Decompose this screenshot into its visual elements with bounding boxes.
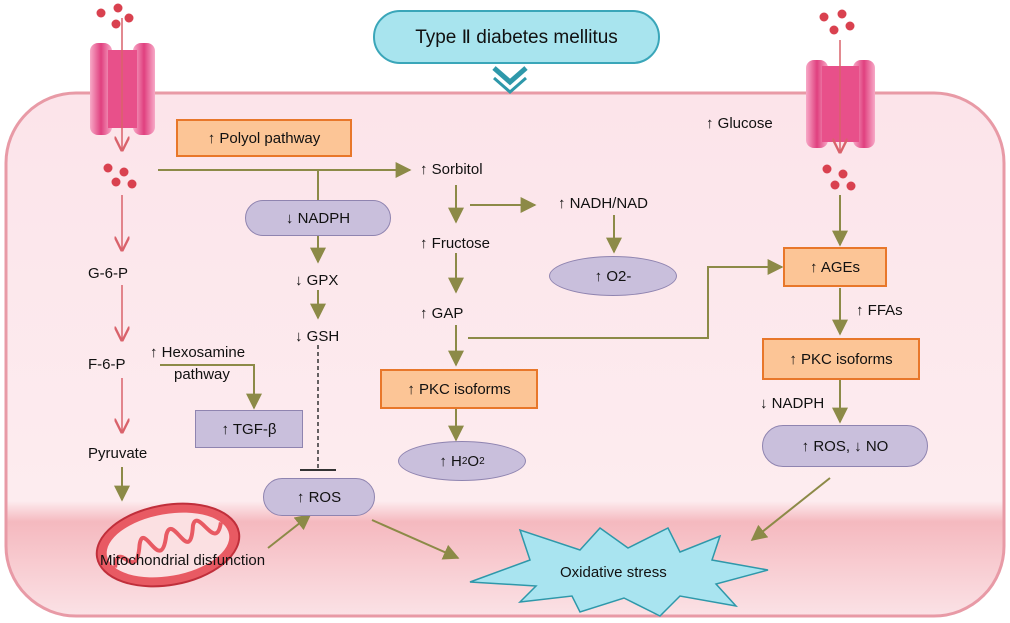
label-ffas: ↑ FFAs <box>856 302 903 319</box>
glucose-channel-right <box>806 40 875 152</box>
o2-oval: ↑ O2- <box>549 256 677 296</box>
arrow-gap-ages <box>468 259 784 339</box>
h2o2-sub1: 2 <box>461 455 468 467</box>
label-sorbitol: ↑ Sorbitol <box>420 161 483 178</box>
oxidative-stress-label: Oxidative stress <box>560 564 667 581</box>
nadph-pill: ↓ NADPH <box>245 200 391 236</box>
ages-box: ↑ AGEs <box>783 247 887 287</box>
label-gap: ↑ GAP <box>420 305 464 322</box>
h2o2-mid: O <box>467 452 480 470</box>
mitochondria-icon <box>95 502 241 588</box>
glucose-dots-inside-left <box>103 163 137 189</box>
pkc-isoforms-box-center: ↑ PKC isoforms <box>380 369 538 409</box>
label-glucose: ↑ Glucose <box>706 115 773 132</box>
tgf-beta-box: ↑ TGF-β <box>195 410 303 448</box>
page-title: Type Ⅱ diabetes mellitus <box>373 10 660 64</box>
h2o2-prefix: ↑ H <box>439 452 462 470</box>
stress-arrows <box>371 477 831 560</box>
glucose-dots-top-right <box>819 9 855 35</box>
pkc-isoforms-box-right: ↑ PKC isoforms <box>762 338 920 380</box>
arrow-hexosamine-tgf <box>160 364 262 410</box>
chevron-down-icon <box>492 66 528 94</box>
glucose-dots-top-left <box>96 3 134 29</box>
glucose-dots-inside-right <box>822 164 856 191</box>
arrow-mito-ros <box>267 514 312 549</box>
label-g6p: G-6-P <box>88 265 129 282</box>
label-mitochondrial-disfunction: Mitochondrial disfunction <box>100 552 266 569</box>
label-hexosamine: ↑ Hexosamine <box>150 344 246 361</box>
polyol-pathway-box: ↑ Polyol pathway <box>176 119 352 157</box>
label-gsh: ↓ GSH <box>295 328 340 345</box>
ros-no-pill: ↑ ROS, ↓ NO <box>762 425 928 467</box>
h2o2-sub2: 2 <box>479 455 485 467</box>
label-hexosamine-pathway: pathway <box>174 366 230 383</box>
sorbitol-branch-arrows <box>448 185 622 442</box>
glucose-channel-left <box>90 18 155 150</box>
ros-pill: ↑ ROS <box>263 478 375 516</box>
label-pyruvate: Pyruvate <box>88 445 148 462</box>
label-nadph-right: ↓ NADPH <box>760 395 825 412</box>
label-f6p: F-6-P <box>88 356 126 373</box>
oxidative-stress-burst <box>469 526 769 617</box>
label-gpx: ↓ GPX <box>295 272 339 289</box>
label-nadh-nad: ↑ NADH/NAD <box>558 195 649 212</box>
label-fructose: ↑ Fructose <box>420 235 491 252</box>
